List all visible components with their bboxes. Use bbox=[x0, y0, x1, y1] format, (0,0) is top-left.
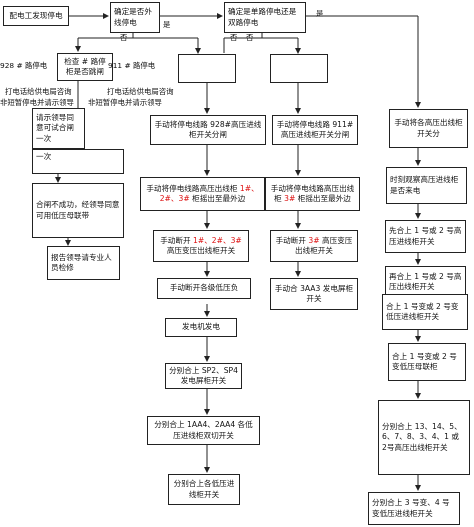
node-c3-text: 先合上 1 号或 2 号高压进线柜开关 bbox=[389, 226, 462, 246]
node-b3-post: 高压变压出线柜开关 bbox=[295, 235, 353, 255]
node-a1: 手动将停电线路 928#高压进线柜开关分闸 bbox=[150, 115, 266, 145]
node-empty-1 bbox=[178, 54, 236, 83]
node-a3-text: 手动断开 1#、2#、3# 高压变压出线柜开关 bbox=[157, 236, 245, 257]
node-a2-red: 1#、2#、3# bbox=[159, 183, 259, 203]
node-a2: 手动将停电线路高压出线柜 1#、2#、3# 柜摇出至最外边 bbox=[140, 177, 265, 211]
node-c1: 手动将各高压出线柜开关分 bbox=[389, 109, 468, 148]
node-a8-text: 分别合上各低压进线柜开关 bbox=[173, 479, 235, 499]
label-no-3: 否 bbox=[246, 33, 254, 42]
label-nonshort-1: 非短暂停电并请示领导 bbox=[0, 98, 74, 107]
node-a7-text: 分别合上 1AA4、2AA4 各低压进线柜双切开关 bbox=[154, 420, 253, 440]
node-c4: 再合上 1 号或 2 号高压出线柜开关 bbox=[385, 266, 466, 298]
node-approve-text: 请示领导同意可试合闸一次 bbox=[36, 113, 74, 143]
node-q1: 确定是否外线停电 bbox=[110, 2, 160, 33]
node-b3-red: 3# bbox=[308, 235, 320, 245]
node-c8-text: 分别合上 3 号变、4 号变低压进线柜开关 bbox=[372, 498, 450, 518]
node-a3-pre: 手动断开 bbox=[160, 235, 193, 245]
label-nonshort-2: 非短暂停电并请示领导 bbox=[88, 98, 162, 107]
node-c7-text: 分别合上 13、14、5、6、7、8、3、4、1 或 2号高压出线柜开关 bbox=[382, 422, 462, 452]
node-c3: 先合上 1 号或 2 号高压进线柜开关 bbox=[385, 220, 466, 253]
node-report: 报告领导请专业人员检修 bbox=[47, 246, 120, 280]
label-call-2: 打电话给供电局咨询 bbox=[107, 87, 174, 96]
node-a5: 发电机发电 bbox=[165, 318, 237, 337]
label-928-outage: 928 # 路停电 bbox=[0, 61, 48, 70]
label-no-2: 否 bbox=[230, 33, 238, 42]
node-b3-text: 手动断开 3# 高压变压出线柜开关 bbox=[274, 236, 354, 257]
node-b3: 手动断开 3# 高压变压出线柜开关 bbox=[270, 230, 358, 262]
label-911-outage: 911 # 路停电 bbox=[108, 61, 156, 70]
label-no-1: 否 bbox=[120, 33, 128, 42]
node-empty-2 bbox=[270, 54, 328, 83]
node-report-text: 报告领导请专业人员检修 bbox=[51, 252, 112, 272]
node-c8: 分别合上 3 号变、4 号变低压进线柜开关 bbox=[368, 492, 460, 525]
node-a2-pre: 手动将停电线路高压出线柜 bbox=[146, 183, 240, 193]
node-check-text: 检查 # 路停柜是否跳闸 bbox=[64, 56, 106, 76]
node-q1-text: 确定是否外线停电 bbox=[114, 7, 152, 27]
node-a6-text: 分别合上 SP2、SP4 发电屏柜开关 bbox=[169, 365, 238, 385]
node-start-text: 配电工发现停电 bbox=[9, 10, 63, 20]
node-a5-text: 发电机发电 bbox=[182, 322, 220, 332]
label-yes-2: 是 bbox=[316, 9, 324, 18]
node-a7: 分别合上 1AA4、2AA4 各低压进线柜双切开关 bbox=[147, 416, 260, 445]
node-a3-post: 高压变压出线柜开关 bbox=[166, 246, 236, 255]
node-c5-text: 合上 1 号变或 2 号变低压进线柜开关 bbox=[386, 301, 459, 321]
node-c1-text: 手动将各高压出线柜开关分 bbox=[394, 118, 463, 138]
node-c5: 合上 1 号变或 2 号变低压进线柜开关 bbox=[382, 294, 468, 330]
node-b3-pre: 手动断开 bbox=[275, 235, 309, 245]
node-once: 一次 bbox=[32, 149, 124, 174]
node-b2-text: 手动将停电线路高压出线柜 3# 柜摇出至最外边 bbox=[269, 184, 356, 205]
node-a1-text: 手动将停电线路 928#高压进线柜开关分闸 bbox=[154, 119, 262, 139]
node-a8: 分别合上各低压进线柜开关 bbox=[168, 474, 240, 505]
label-yes-1: 是 bbox=[163, 20, 171, 29]
node-fail: 合闸不成功，经领导同意可用低压母联带 bbox=[32, 183, 124, 238]
node-b1: 手动将停电线路 911#高压进线柜开关分闸 bbox=[272, 115, 358, 145]
label-call-1: 打电话给供电局咨询 bbox=[5, 87, 72, 96]
node-a4-text: 手动断开各级低压负 bbox=[169, 283, 239, 293]
node-c7: 分别合上 13、14、5、6、7、8、3、4、1 或 2号高压出线柜开关 bbox=[378, 400, 470, 475]
node-approve: 请示领导同意可试合闸一次 bbox=[32, 108, 85, 149]
node-c6-text: 合上 1 号变或 2 号变低压母联柜 bbox=[392, 351, 457, 371]
node-q2: 确定是单路停电还是双路停电 bbox=[224, 2, 306, 33]
node-a2-text: 手动将停电线路高压出线柜 1#、2#、3# 柜摇出至最外边 bbox=[144, 184, 261, 205]
node-c6: 合上 1 号变或 2 号变低压母联柜 bbox=[388, 343, 466, 381]
node-a6: 分别合上 SP2、SP4 发电屏柜开关 bbox=[165, 363, 242, 389]
node-fail-text: 合闸不成功，经领导同意可用低压母联带 bbox=[36, 200, 120, 220]
node-b2-post: 柜摇出至最外边 bbox=[295, 194, 351, 203]
node-start: 配电工发现停电 bbox=[3, 6, 69, 26]
node-a3-red: 1#、2#、3# bbox=[193, 235, 242, 245]
node-once-text: 一次 bbox=[36, 152, 52, 161]
node-b1-text: 手动将停电线路 911#高压进线柜开关分闸 bbox=[276, 119, 354, 139]
node-a2-post: 柜摇出至最外边 bbox=[189, 194, 246, 203]
node-b4-text: 手动合 3AA3 发电屏柜开关 bbox=[274, 283, 354, 303]
node-q2-text: 确定是单路停电还是双路停电 bbox=[228, 7, 297, 27]
node-c2-text: 时刻观察高压进线柜是否来电 bbox=[390, 175, 459, 195]
node-b4: 手动合 3AA3 发电屏柜开关 bbox=[270, 278, 358, 310]
node-check: 检查 # 路停柜是否跳闸 bbox=[57, 53, 113, 81]
node-a4: 手动断开各级低压负 bbox=[157, 278, 251, 299]
node-b2: 手动将停电线路高压出线柜 3# 柜摇出至最外边 bbox=[265, 177, 360, 211]
node-c4-text: 再合上 1 号或 2 号高压出线柜开关 bbox=[389, 271, 462, 291]
node-a3: 手动断开 1#、2#、3# 高压变压出线柜开关 bbox=[153, 230, 249, 262]
node-c2: 时刻观察高压进线柜是否来电 bbox=[386, 167, 467, 204]
node-b2-red: 3# bbox=[284, 194, 296, 203]
node-b2-pre: 手动将停电线路高压出线柜 bbox=[270, 183, 355, 203]
